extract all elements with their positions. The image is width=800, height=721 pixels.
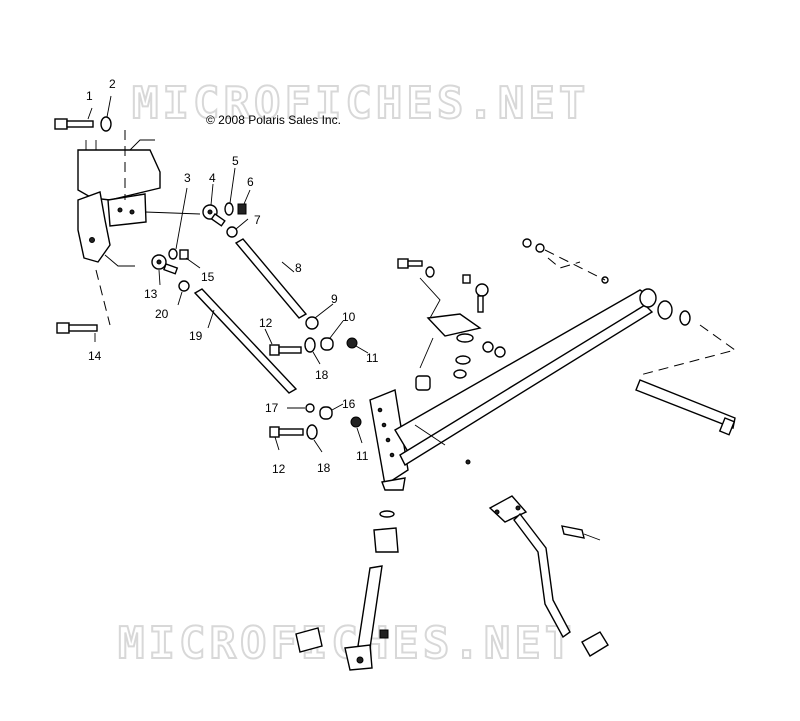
callout-14: 14 <box>88 349 102 363</box>
part-6-nut <box>237 203 247 215</box>
part-17-nut <box>305 403 315 413</box>
callout-7: 7 <box>254 213 261 227</box>
callout-20: 20 <box>155 307 169 321</box>
callout-11b: 11 <box>356 449 369 463</box>
part-10-spacer <box>320 337 334 351</box>
part-18b-washer <box>306 424 318 440</box>
callout-12a: 12 <box>259 316 273 330</box>
callout-10: 10 <box>342 310 356 324</box>
part-14-bolt <box>56 322 98 334</box>
steering-post-assembly <box>369 288 657 491</box>
callout-5: 5 <box>232 154 239 168</box>
callout-8: 8 <box>295 261 302 275</box>
callout-4: 4 <box>209 171 216 185</box>
right-pivot-hardware <box>522 238 737 436</box>
callout-17: 17 <box>265 401 279 415</box>
part-8-tie-rod <box>234 238 308 319</box>
callout-3: 3 <box>184 171 191 185</box>
upper-bracket-hardware <box>397 258 506 465</box>
part-13-rod-end <box>151 254 179 275</box>
callout-6: 6 <box>247 175 254 189</box>
watermark-bottom: MICROFICHES.NET <box>118 618 575 669</box>
callout-9: 9 <box>331 292 338 306</box>
part-18a-washer <box>304 337 316 353</box>
part-2-washer <box>100 116 112 132</box>
part-19-tie-rod <box>193 288 298 394</box>
callout-19: 19 <box>189 329 203 343</box>
callout-12b: 12 <box>272 462 286 476</box>
part-4-rod-end <box>202 204 226 227</box>
part-15-nut <box>179 249 189 260</box>
callout-18a: 18 <box>315 368 329 382</box>
copyright-text: © 2008 Polaris Sales Inc. <box>206 113 341 127</box>
part-11a-nut <box>346 337 358 349</box>
callout-11a: 11 <box>366 351 379 365</box>
part-3-washer <box>168 248 178 260</box>
part-7-nut <box>226 226 238 238</box>
callout-13: 13 <box>144 287 158 301</box>
part-1-bolt <box>54 118 94 130</box>
callout-1: 1 <box>86 89 93 103</box>
callout-labels: 1 2 3 4 5 6 7 8 9 10 11 11 12 12 13 14 1… <box>86 77 379 476</box>
steering-column <box>295 510 399 671</box>
callout-18b: 18 <box>317 461 331 475</box>
part-20-nut <box>178 280 190 292</box>
part-12b-bolt <box>269 426 304 438</box>
callout-16: 16 <box>342 397 356 411</box>
part-12a-bolt <box>269 344 302 356</box>
callout-2: 2 <box>109 77 116 91</box>
part-11b-nut <box>350 416 362 428</box>
part-9-nut <box>305 316 319 330</box>
part-16-spacer <box>319 406 333 420</box>
leader-lines <box>87 95 369 453</box>
watermark-top: MICROFICHES.NET <box>132 78 589 129</box>
part-5-washer <box>224 202 234 216</box>
shift-lever <box>488 495 609 657</box>
frame-section <box>77 130 201 326</box>
callout-15: 15 <box>201 270 215 284</box>
